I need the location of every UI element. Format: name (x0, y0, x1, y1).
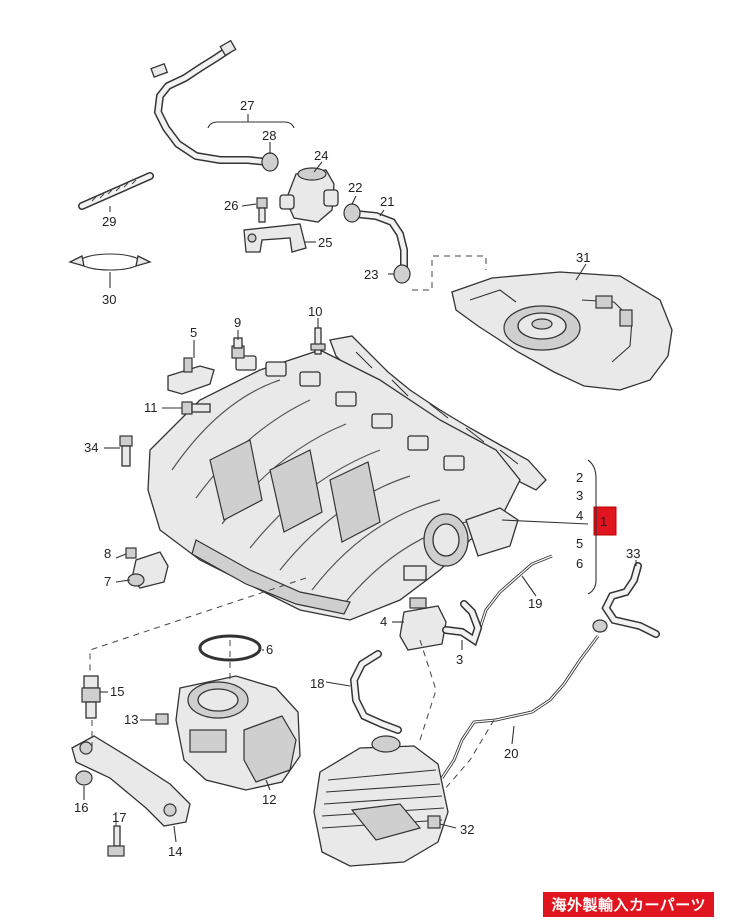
label-34: 34 (84, 440, 98, 455)
bolt-9 (231, 337, 245, 359)
label-5a: 5 (190, 325, 197, 340)
label-10: 10 (308, 304, 322, 319)
label-9: 9 (234, 315, 241, 330)
label-11: 11 (144, 400, 158, 415)
clip-23 (393, 264, 411, 284)
solenoid-4 (399, 597, 447, 651)
bolt-13 (155, 713, 169, 725)
label-26: 26 (224, 198, 238, 213)
label-28: 28 (262, 128, 276, 143)
flap-actuator (423, 507, 519, 567)
label-12: 12 (262, 792, 276, 807)
label-4a: 4 (576, 508, 583, 523)
label-22: 22 (348, 180, 362, 195)
stud-10 (310, 327, 326, 355)
sensor-15 (81, 675, 101, 719)
callout-lines (83, 114, 637, 843)
label-18: 18 (310, 676, 324, 691)
bolt-11 (181, 401, 211, 415)
bracket-14 (71, 735, 191, 827)
label-29: 29 (102, 214, 116, 229)
label-20: 20 (504, 746, 518, 761)
engine-cover-31 (451, 271, 673, 391)
clamp-30 (68, 253, 152, 271)
intake-manifold (147, 349, 521, 621)
label-30: 30 (102, 292, 116, 307)
label-7: 7 (104, 574, 111, 589)
label-6a: 6 (576, 556, 583, 571)
bolt-17 (107, 825, 125, 857)
label-21: 21 (380, 194, 394, 209)
clip-22 (343, 203, 361, 223)
hose-29 (78, 172, 154, 210)
label-8: 8 (104, 546, 111, 561)
leader-23-31 (412, 255, 487, 291)
label-2: 2 (576, 470, 583, 485)
label-14: 14 (168, 844, 182, 859)
wire-19 (474, 554, 553, 641)
hose-18 (349, 650, 402, 734)
label-3a: 3 (576, 488, 583, 503)
label-19: 19 (528, 596, 542, 611)
label-33: 33 (626, 546, 640, 561)
valve-24 (279, 167, 339, 223)
part-labels: 27 28 24 22 21 26 25 23 29 30 31 5 9 10 … (74, 98, 640, 859)
highlight-box-1 (593, 506, 617, 536)
air-filter-box-32 (313, 735, 449, 867)
label-13: 13 (124, 712, 138, 727)
hose-3 (442, 600, 483, 647)
label-15: 15 (110, 684, 124, 699)
label-31: 31 (576, 250, 590, 265)
o-ring-6 (198, 634, 262, 662)
label-32: 32 (460, 822, 474, 837)
bracket-25 (243, 223, 307, 253)
label-6b: 6 (266, 642, 273, 657)
nut-16 (75, 770, 93, 786)
wire-20 (440, 635, 600, 779)
bolt-34 (119, 435, 133, 467)
label-1: 1 (600, 514, 607, 529)
brand-badge: 海外製輸入カーパーツ (543, 892, 714, 917)
label-27: 27 (240, 98, 254, 113)
breather-hose-27 (150, 39, 295, 166)
bolt-26 (256, 197, 268, 223)
label-5b: 5 (576, 536, 583, 551)
throttle-body-12 (175, 675, 301, 791)
label-16: 16 (74, 800, 88, 815)
brace-2-6 (587, 459, 597, 595)
clip-28 (261, 152, 279, 172)
label-4b: 4 (380, 614, 387, 629)
label-25: 25 (318, 235, 332, 250)
leader-lines (89, 577, 495, 826)
label-17: 17 (112, 810, 126, 825)
label-24: 24 (314, 148, 328, 163)
label-23: 23 (364, 267, 378, 282)
hose-33 (592, 562, 660, 638)
sensor-7-8 (125, 547, 169, 589)
bracket-5 (167, 357, 215, 395)
hose-21 (352, 210, 408, 270)
label-3b: 3 (456, 652, 463, 667)
